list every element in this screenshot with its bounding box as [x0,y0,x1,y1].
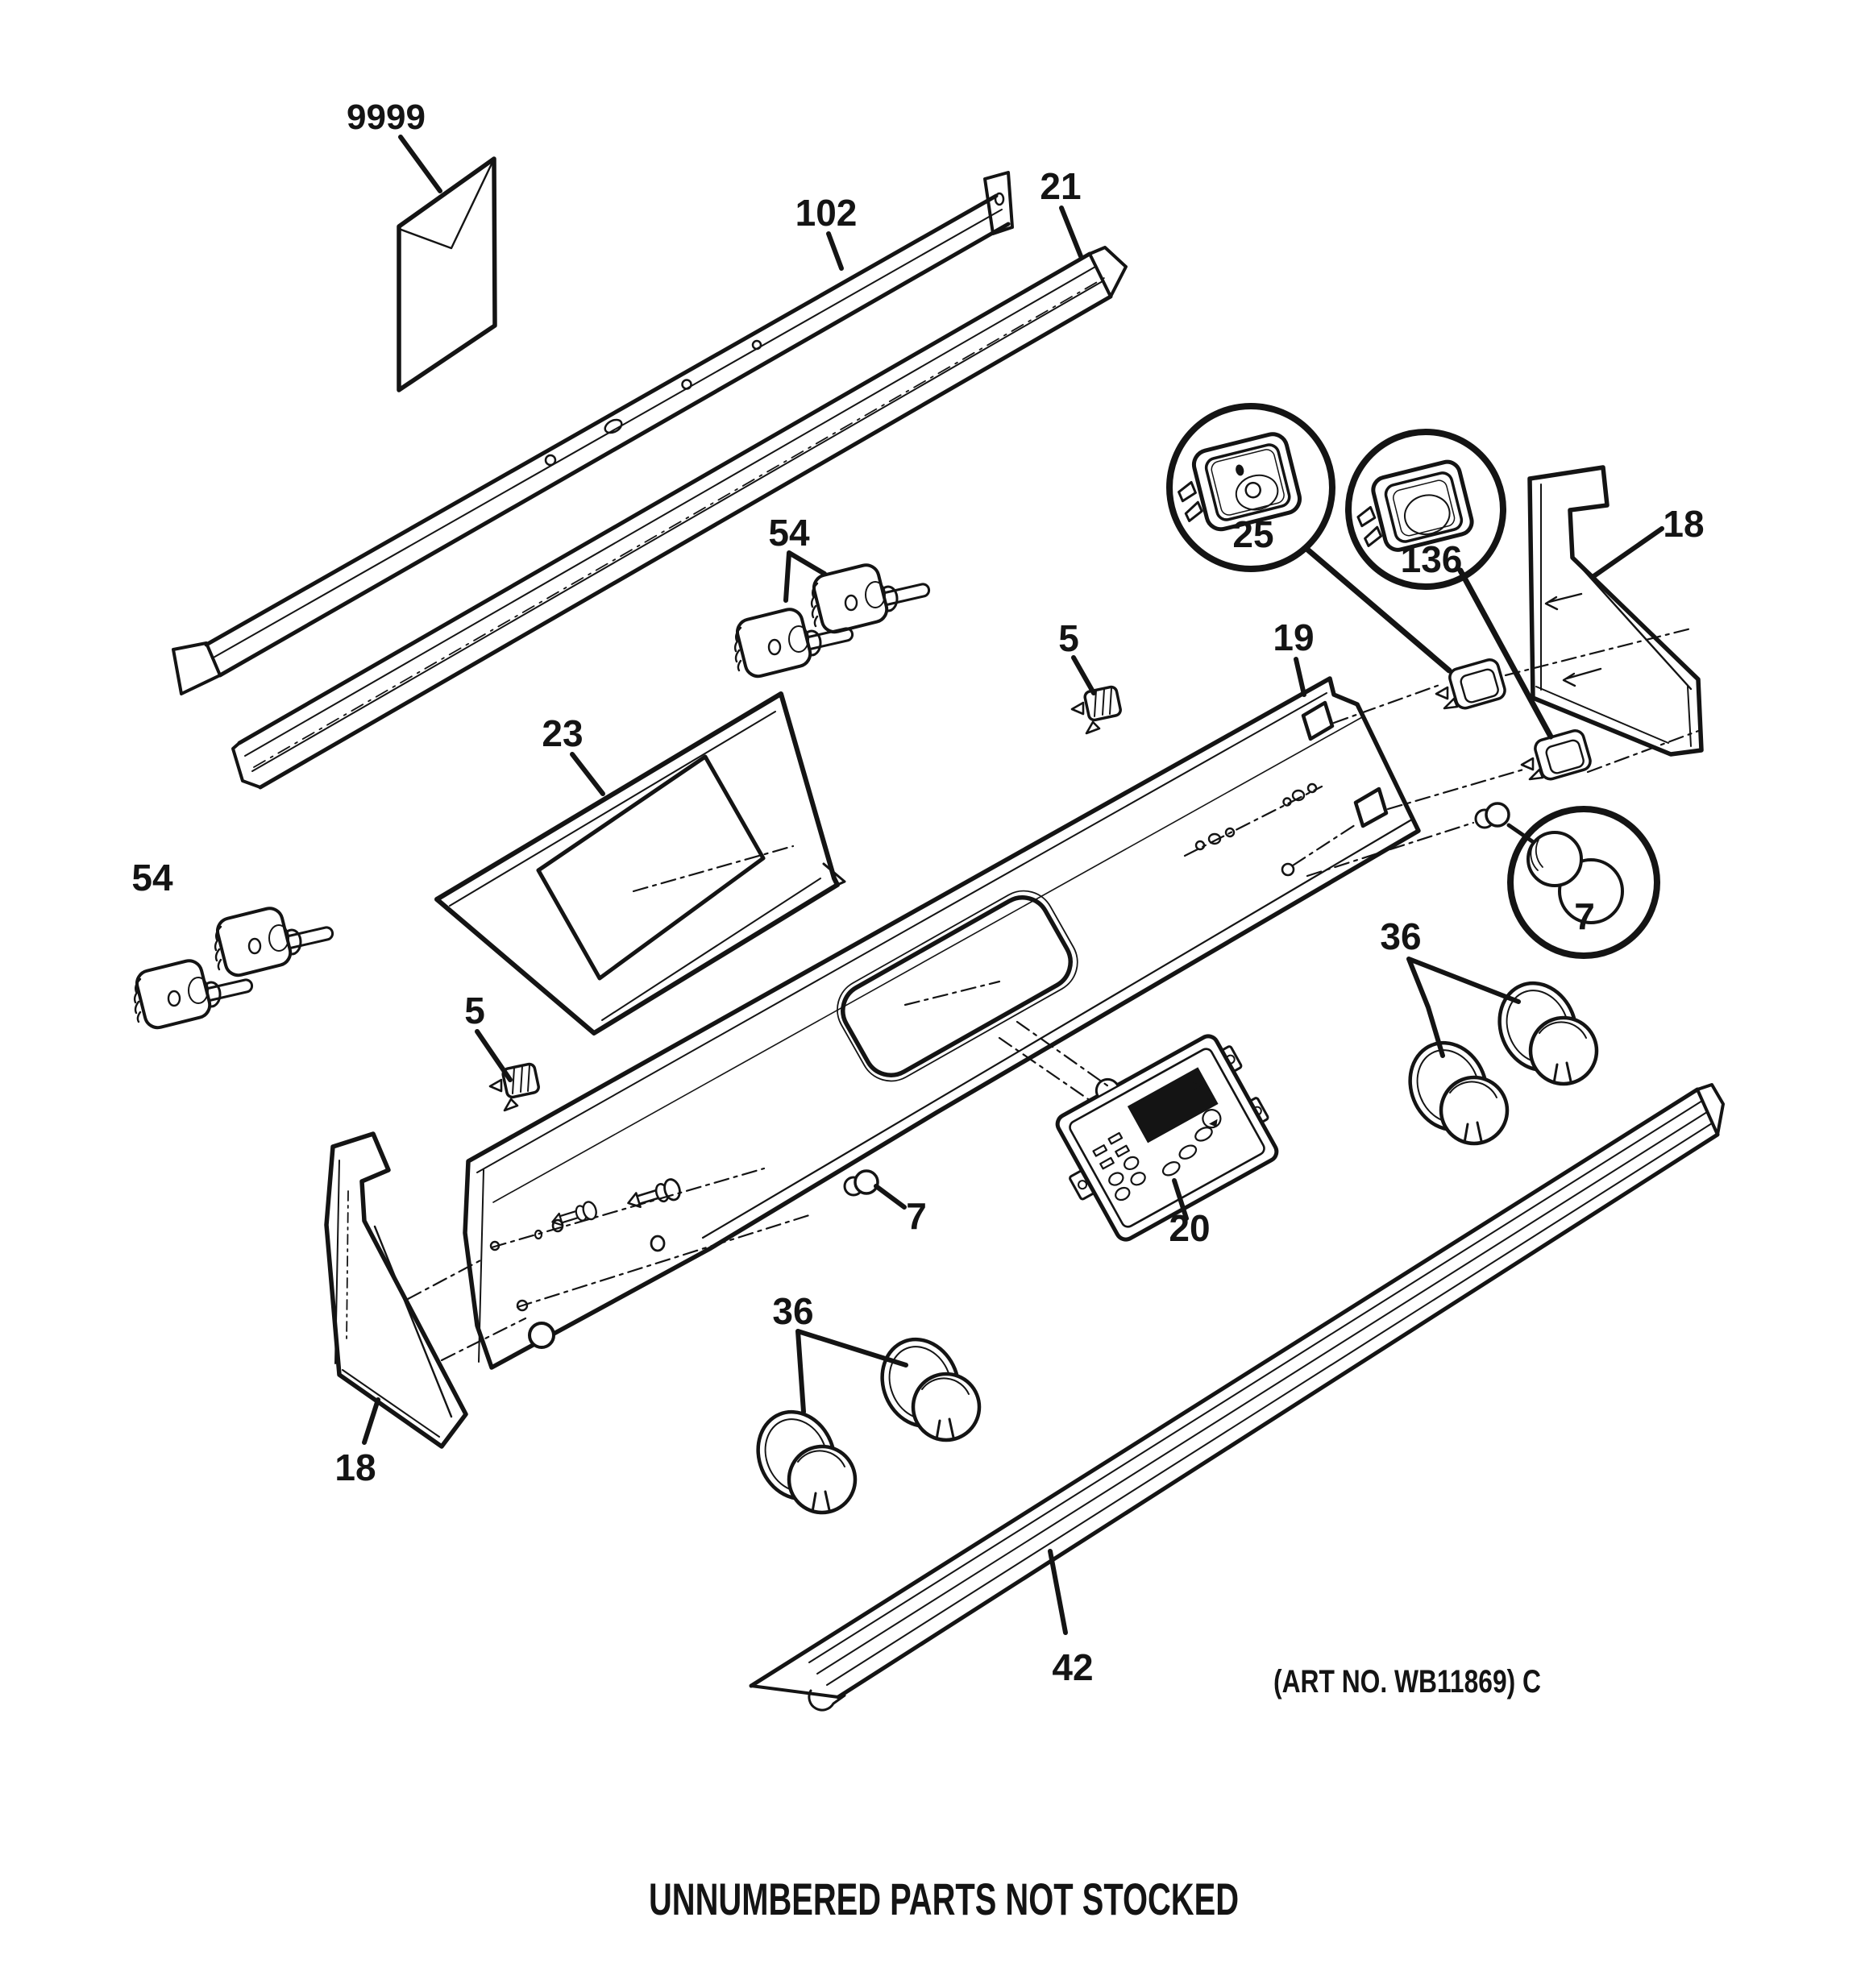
part-label-42: 42 [1052,1646,1093,1688]
part-number-labels: 9999 102 21 54 23 5 19 25 136 18 7 54 5 … [131,98,1704,1688]
part-label-23: 23 [542,712,583,754]
part-label-21: 21 [1040,165,1081,207]
literature-pack-9999 [397,156,497,392]
panel-switch-136 [1520,727,1594,783]
caption-texts: (ART NO. WB11869) C UNNUMBERED PARTS NOT… [649,1664,1541,1924]
part-label-18-right: 18 [1663,503,1704,545]
part-label-136: 136 [1401,538,1463,580]
part-label-19: 19 [1273,616,1314,658]
end-cap-18-left [324,1131,468,1449]
burner-switch-54-a [809,560,931,637]
end-cap-18-right [1527,465,1704,757]
control-knob-36-d [746,1401,855,1513]
control-knob-36-c [870,1328,979,1440]
burner-switch-54-c [213,903,334,980]
art-number-text: (ART NO. WB11869) C [1273,1664,1541,1700]
part-label-5-left: 5 [464,990,485,1031]
part-label-7-circled: 7 [1574,895,1595,937]
part-label-54-top: 54 [768,512,810,554]
assembly-axis-lines [406,627,1702,1362]
part-label-5-right: 5 [1058,617,1079,659]
clip-5-left [488,1061,542,1112]
part-label-7-small: 7 [906,1195,927,1237]
control-knob-36-a [1487,972,1597,1084]
part-label-36-bottom: 36 [772,1290,813,1332]
part-label-9999: 9999 [347,98,426,137]
control-knob-36-b [1398,1031,1507,1143]
panel-insert-23 [434,691,846,1036]
detail-circle-136 [1345,429,1506,590]
trim-rail-21 [231,246,1128,790]
bottom-trim-rail-42 [749,1083,1725,1712]
oven-control-board-20 [1055,1034,1279,1242]
detail-circle-7 [1507,806,1660,959]
control-panel-19 [463,676,1421,1370]
fastener-7-center [843,1169,879,1197]
part-label-18-left: 18 [334,1446,376,1488]
part-label-20: 20 [1169,1207,1210,1249]
trim-rail-102 [172,171,1014,695]
clip-5-right [1070,684,1124,735]
part-label-25: 25 [1232,513,1273,555]
part-label-54-left: 54 [131,857,173,899]
callout-leader-lines [362,135,1664,1635]
fastener-7-right [1474,802,1510,829]
footer-caption-text: UNNUMBERED PARTS NOT STOCKED [649,1874,1239,1924]
detail-circle-25 [1166,403,1335,572]
part-label-102: 102 [795,192,858,234]
part-label-36-right: 36 [1380,915,1421,957]
mounting-screws [534,1176,683,1252]
